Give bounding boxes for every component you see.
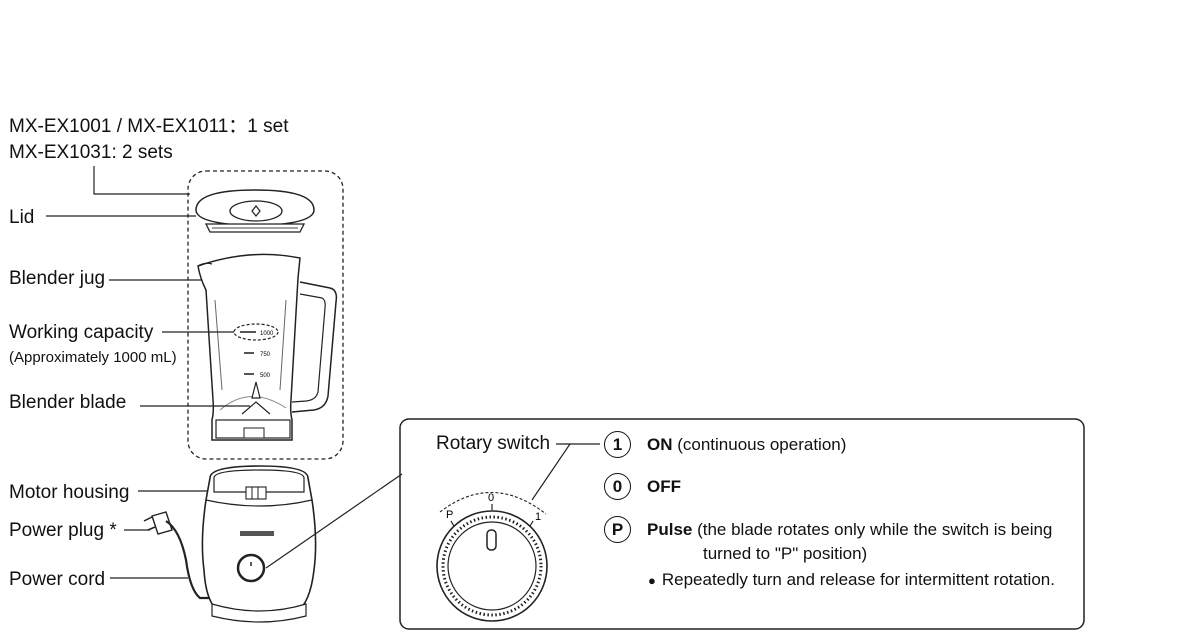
switch-callout-box: [399, 418, 1085, 630]
mode-on: 1 ON (continuous operation): [604, 431, 846, 458]
sets-line-1: MX-EX1001 / MX-EX1011：1 set: [9, 116, 289, 137]
set-enclosure: [187, 170, 344, 460]
mode-off: 0 OFF: [604, 473, 681, 500]
rotary-dial-large: [436, 491, 548, 622]
jug-drawing: [197, 253, 338, 441]
mode-on-symbol: 1: [604, 431, 631, 458]
capacity-note: (Approximately 1000 mL): [9, 349, 177, 366]
motor-housing-drawing: [201, 465, 317, 623]
jug-label: Blender jug: [9, 268, 106, 289]
plug-label: Power plug *: [9, 520, 117, 541]
jug-mark-500: 500: [260, 373, 271, 379]
rotary-switch-title: Rotary switch: [436, 433, 551, 454]
mode-off-name: OFF: [647, 476, 681, 496]
mode-pulse-symbol: P: [604, 516, 631, 543]
blade-label: Blender blade: [9, 392, 127, 413]
sets-leader: [93, 166, 190, 195]
capacity-label: Working capacity: [9, 322, 154, 343]
cord-label: Power cord: [9, 569, 106, 590]
capacity-marker: [233, 323, 279, 341]
jug-mark-1000: 1000: [260, 331, 274, 337]
dial-label-0: 0: [488, 492, 494, 504]
callout-pointer: [265, 473, 403, 569]
jug-mark-750: 750: [260, 352, 271, 358]
sets-line-2: MX-EX1031: 2 sets: [9, 142, 173, 163]
lid-drawing: [195, 189, 315, 233]
dial-label-1: 1: [535, 511, 541, 523]
mode-pulse: P Pulse (the blade rotates only while th…: [604, 516, 1052, 543]
pulse-continuation: turned to "P" position): [703, 544, 868, 563]
mode-on-desc: (continuous operation): [672, 434, 847, 454]
lid-label: Lid: [9, 207, 35, 228]
mode-on-name: ON: [647, 434, 673, 454]
dial-label-p: P: [446, 509, 453, 521]
pulse-note: ● Repeatedly turn and release for intermi…: [648, 570, 1055, 590]
power-plug-drawing: [143, 511, 210, 600]
mode-pulse-name: Pulse: [647, 519, 693, 539]
motor-label: Motor housing: [9, 482, 130, 503]
dial-small: [236, 553, 266, 583]
bullet-icon: ●: [648, 573, 656, 588]
mode-off-symbol: 0: [604, 473, 631, 500]
mode-pulse-desc: (the blade rotates only while the switch…: [692, 519, 1053, 539]
pulse-note-text: Repeatedly turn and release for intermit…: [661, 570, 1055, 589]
